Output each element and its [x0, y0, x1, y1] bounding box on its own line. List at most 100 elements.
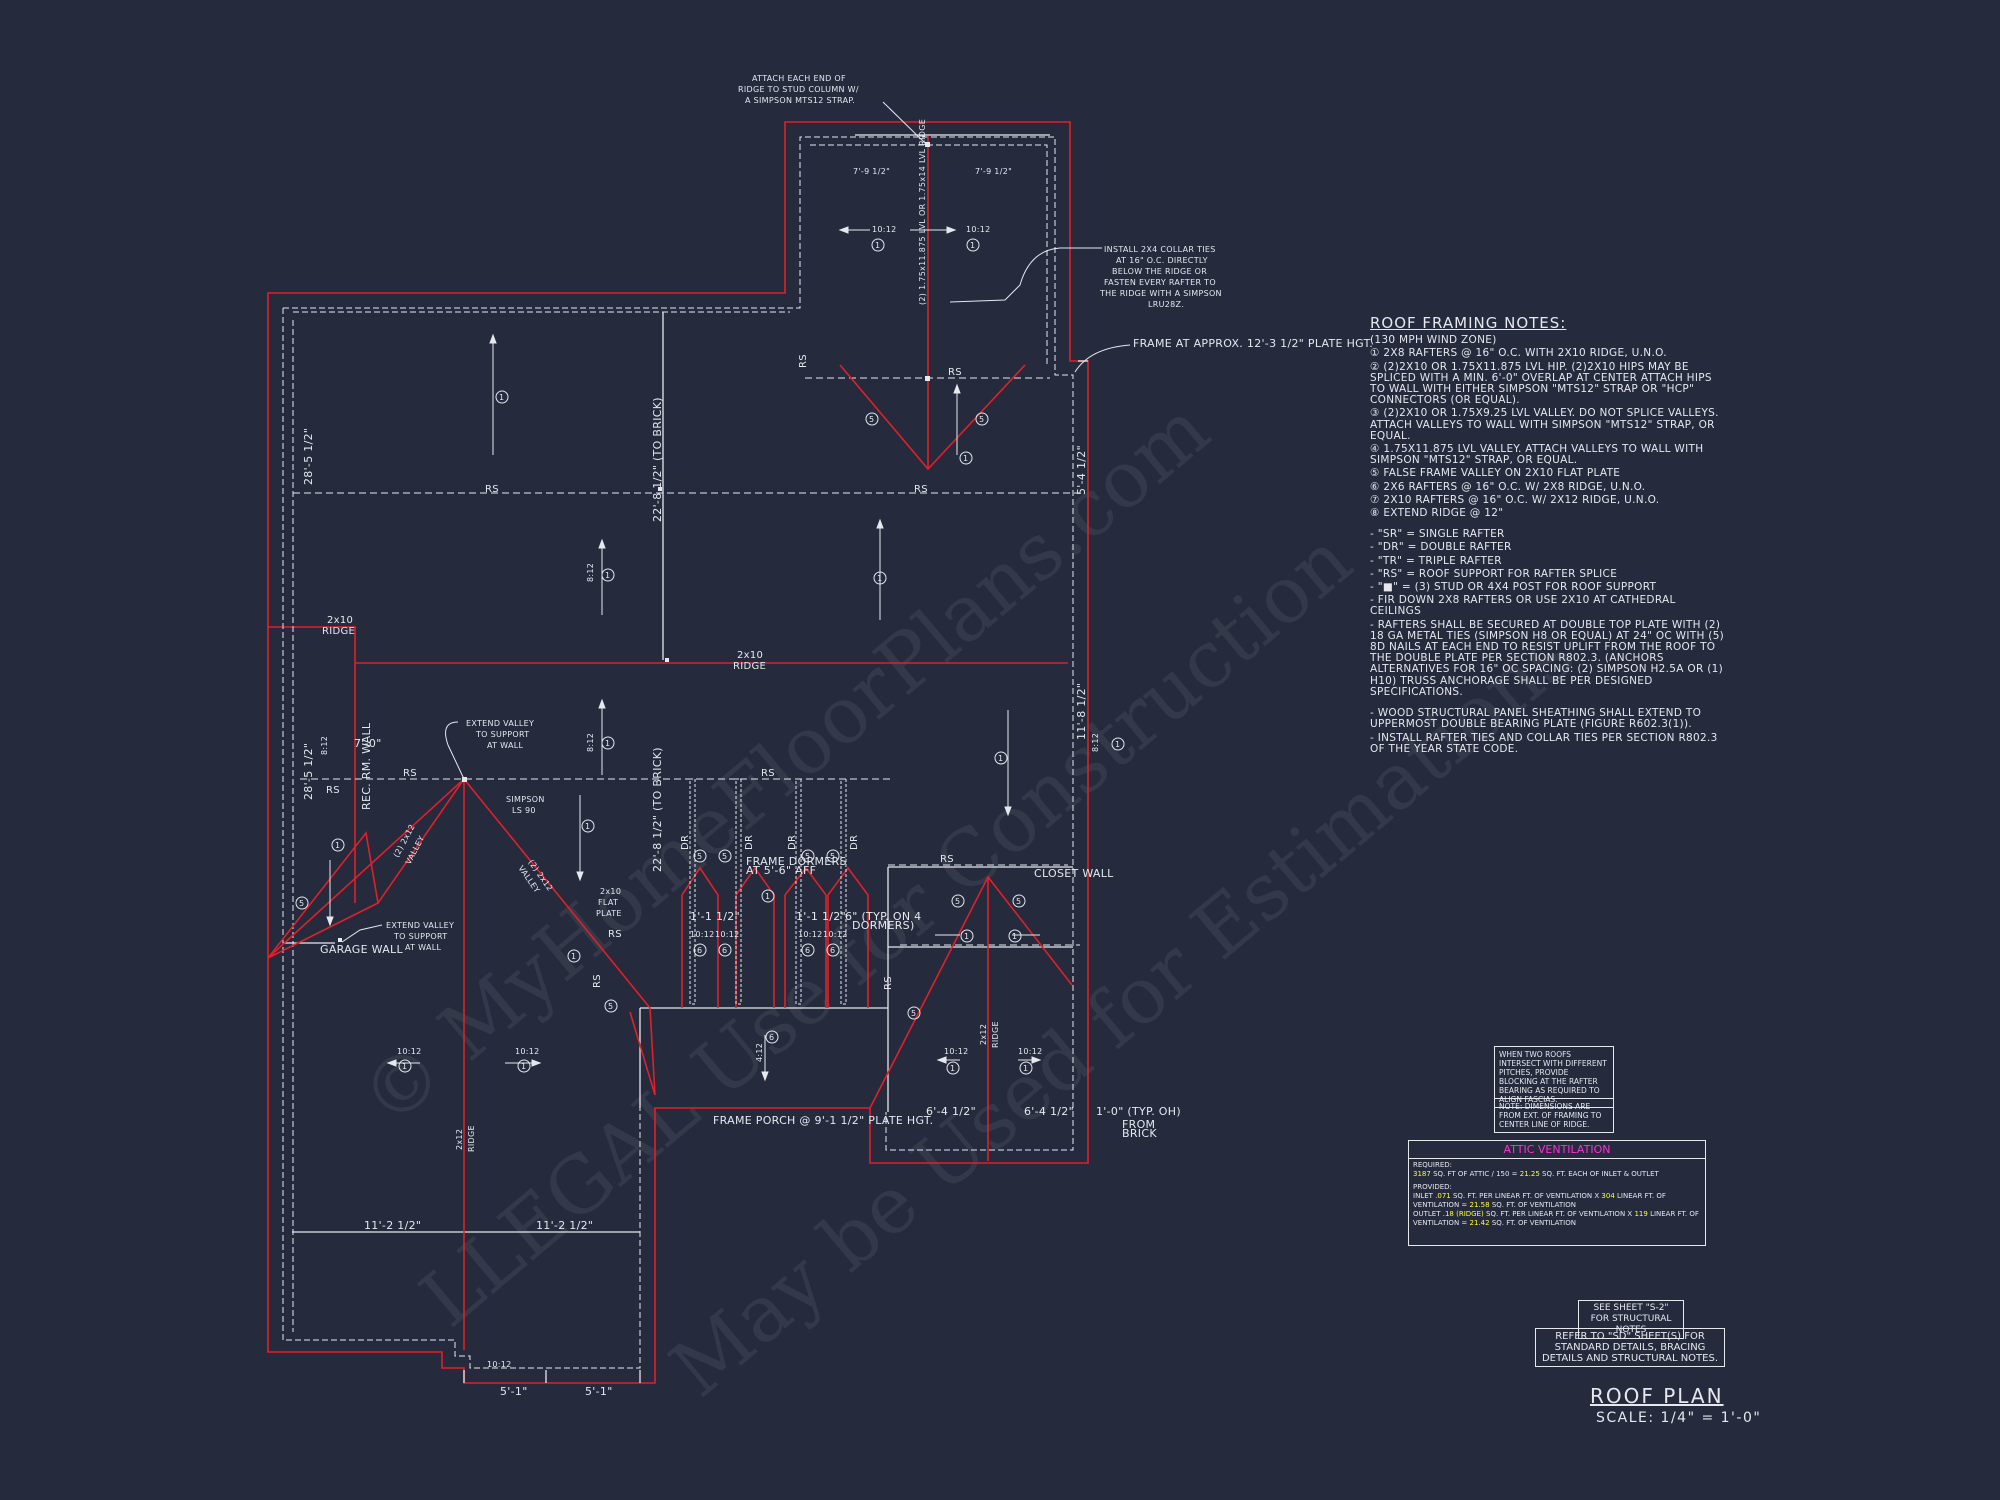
- callout-5: 5: [911, 1009, 916, 1018]
- intersect-note-box: WHEN TWO ROOFS INTERSECT WITH DIFFERENT …: [1494, 1046, 1614, 1108]
- inlet-x: x: [1594, 1192, 1600, 1200]
- inlet-row: INLET .071 SQ. FT. PER LINEAR FT. OF VEN…: [1413, 1192, 1701, 1210]
- pitch-4-12: 4:12: [755, 1043, 764, 1062]
- inlet-label: INLET: [1413, 1192, 1433, 1200]
- ridge-size: 2x10: [327, 615, 353, 626]
- dim-6-4: 6'-4 1/2": [926, 1105, 976, 1118]
- rs-label: RS: [761, 768, 775, 779]
- inlet-linear-text: LINEAR FT. OF VENTILATION: [1413, 1192, 1666, 1209]
- callout-5: 5: [299, 899, 304, 908]
- callout-5: 5: [1016, 897, 1021, 906]
- callout-1: 1: [499, 393, 504, 402]
- dim-22-8: 22'-8 1/2" (TO BRICK): [651, 397, 664, 522]
- outlet-total-text: SQ. FT. OF VENTILATION: [1491, 1219, 1576, 1227]
- label-frame-porch: FRAME PORCH @ 9'-1 1/2" PLATE HGT.: [713, 1114, 933, 1127]
- outlet-eq: =: [1461, 1219, 1468, 1227]
- note-bullet: - "■" = (3) STUD OR 4x4 POST FOR ROOF SU…: [1370, 581, 1657, 594]
- note-bullet: - INSTALL RAFTER TIES AND COLLAR TIES PE…: [1370, 731, 1718, 755]
- note-item: (130 MPH WIND ZONE): [1370, 334, 1497, 347]
- dim-11-2: 11'-2 1/2": [364, 1219, 421, 1232]
- leader-lines: [341, 101, 1131, 943]
- callout-1: 1: [875, 241, 880, 250]
- label-rec-wall: REC. RM. WALL: [360, 722, 373, 810]
- label-attach-ridge-2: RIDGE TO STUD COLUMN W/: [738, 85, 859, 94]
- label-typ-dormers-2: DORMERS): [852, 919, 915, 932]
- label-simpson-2: LS 90: [512, 806, 536, 815]
- pitch-label: 10:12: [966, 225, 991, 234]
- required-text: SQ. FT OF ATTIC / 150 =: [1433, 1170, 1518, 1178]
- dim-28-5: 28'-5 1/2": [302, 743, 315, 800]
- pitch-label: 10:12: [715, 930, 740, 939]
- dim-11-2: 11'-2 1/2": [536, 1219, 593, 1232]
- outlet-label: OUTLET: [1413, 1210, 1441, 1218]
- label-typ-dormers-1: 6" (TYP. ON 4: [845, 910, 921, 923]
- callout-6: 6: [722, 946, 727, 955]
- required-label: REQUIRED:: [1413, 1161, 1453, 1169]
- callout-1: 1: [1023, 1064, 1028, 1073]
- rs-label: RS: [883, 976, 894, 990]
- dim-5-4: 5'-4 1/2": [1075, 445, 1088, 495]
- attic-ventilation-table: ATTIC VENTILATION REQUIRED: 3187 SQ. FT …: [1408, 1140, 1706, 1246]
- label-frame-at: FRAME AT APPROX. 12'-3 1/2" PLATE HGT.: [1133, 337, 1373, 350]
- refer-to-text: REFER TO "SD" SHEET(S) FOR STANDARD DETA…: [1541, 1331, 1718, 1364]
- note-bullet: - "RS" = ROOF SUPPORT FOR RAFTER SPLICE: [1370, 567, 1618, 580]
- label-frame-dormers-1: FRAME DORMERS: [746, 855, 847, 868]
- dim-22-8: 22'-8 1/2" (TO BRICK): [651, 747, 664, 872]
- ridge-word: RIDGE: [991, 1021, 1000, 1048]
- pitch-8-12: 8:12: [1091, 733, 1100, 752]
- pitch-8-12: 8:12: [320, 736, 329, 755]
- label-extend-valley-3: AT WALL: [487, 741, 523, 750]
- note-bullet: - RAFTERS SHALL BE SECURED AT DOUBLE TOP…: [1370, 618, 1725, 698]
- callout-1: 1: [765, 892, 770, 901]
- label-collar-6: LRU28Z.: [1148, 300, 1184, 309]
- callout-1: 1: [950, 1064, 955, 1073]
- ventilation-title: ATTIC VENTILATION: [1409, 1141, 1705, 1159]
- dimension-note-box: NOTE: DIMENSIONS ARE FROM EXT. OF FRAMIN…: [1494, 1098, 1614, 1133]
- label-typ-oh-3: BRICK: [1122, 1127, 1157, 1140]
- note-bullet: - "DR" = DOUBLE RAFTER: [1370, 541, 1512, 554]
- ridge-word: RIDGE: [733, 661, 766, 672]
- framing-lines: [283, 134, 1088, 1383]
- pitch-8-12: 8:12: [586, 563, 595, 582]
- rs-label: RS: [948, 367, 962, 378]
- outlet-row: OUTLET .18 (RIDGE) SQ. FT. PER LINEAR FT…: [1413, 1210, 1701, 1228]
- required-result: 21.25: [1519, 1170, 1540, 1178]
- callout-1: 1: [605, 571, 610, 580]
- note-bullet: - WOOD STRUCTURAL PANEL SHEATHING SHALL …: [1370, 707, 1702, 731]
- callout-5: 5: [955, 897, 960, 906]
- callout-1: 1: [1115, 740, 1120, 749]
- note-item: ⑦ 2x10 RAFTERS @ 16" O.C. W/ 2x12 RIDGE,…: [1370, 493, 1660, 506]
- dim-top-left: 7'-9 1/2": [853, 167, 890, 176]
- note-bullet-text: "TR" = TRIPLE RAFTER: [1377, 554, 1502, 567]
- pitch-label: 10:12: [1018, 1047, 1043, 1056]
- note-bullet-text: WOOD STRUCTURAL PANEL SHEATHING SHALL EX…: [1370, 707, 1702, 731]
- ridge-word: RIDGE: [467, 1125, 476, 1152]
- outlet-linear-text: LINEAR FT. OF VENTILATION: [1413, 1210, 1699, 1227]
- note-bullet-text: INSTALL RAFTER TIES AND COLLAR TIES PER …: [1370, 731, 1718, 755]
- pitch-label: 10:12: [397, 1047, 422, 1056]
- label-collar-5: THE RIDGE WITH A SIMPSON: [1099, 289, 1222, 298]
- intersect-note-text: WHEN TWO ROOFS INTERSECT WITH DIFFERENT …: [1499, 1050, 1607, 1104]
- dr-label: DR: [744, 835, 755, 850]
- dim-1-1-2: 1'-1 1/2": [690, 910, 740, 923]
- ridge-size: 2x12: [979, 1024, 988, 1045]
- note-bullet-text: "RS" = ROOF SUPPORT FOR RAFTER SPLICE: [1377, 567, 1618, 580]
- callout-5: 5: [608, 1002, 613, 1011]
- label-extend-valley-1: EXTEND VALLEY: [466, 719, 534, 728]
- callout-5: 5: [805, 852, 810, 861]
- dim-5-1: 5'-1": [585, 1385, 613, 1398]
- rs-label: RS: [403, 768, 417, 779]
- note-item: ⑧ EXTEND RIDGE @ 12": [1370, 507, 1504, 520]
- dormer-rafters: [689, 778, 847, 1005]
- callout-5: 5: [697, 852, 702, 861]
- dim-28-5: 28'-5 1/2": [302, 428, 315, 485]
- refer-to-note: REFER TO "SD" SHEET(S) FOR STANDARD DETA…: [1535, 1328, 1725, 1367]
- rafter-arrows: [326, 226, 1042, 1082]
- note-bullet-text: RAFTERS SHALL BE SECURED AT DOUBLE TOP P…: [1370, 618, 1725, 698]
- notes-title: ROOF FRAMING NOTES:: [1370, 314, 1567, 332]
- callout-1: 1: [571, 952, 576, 961]
- required-value: 3187: [1413, 1170, 1431, 1178]
- callout-1: 1: [521, 1062, 526, 1071]
- inlet-value: .071: [1435, 1192, 1451, 1200]
